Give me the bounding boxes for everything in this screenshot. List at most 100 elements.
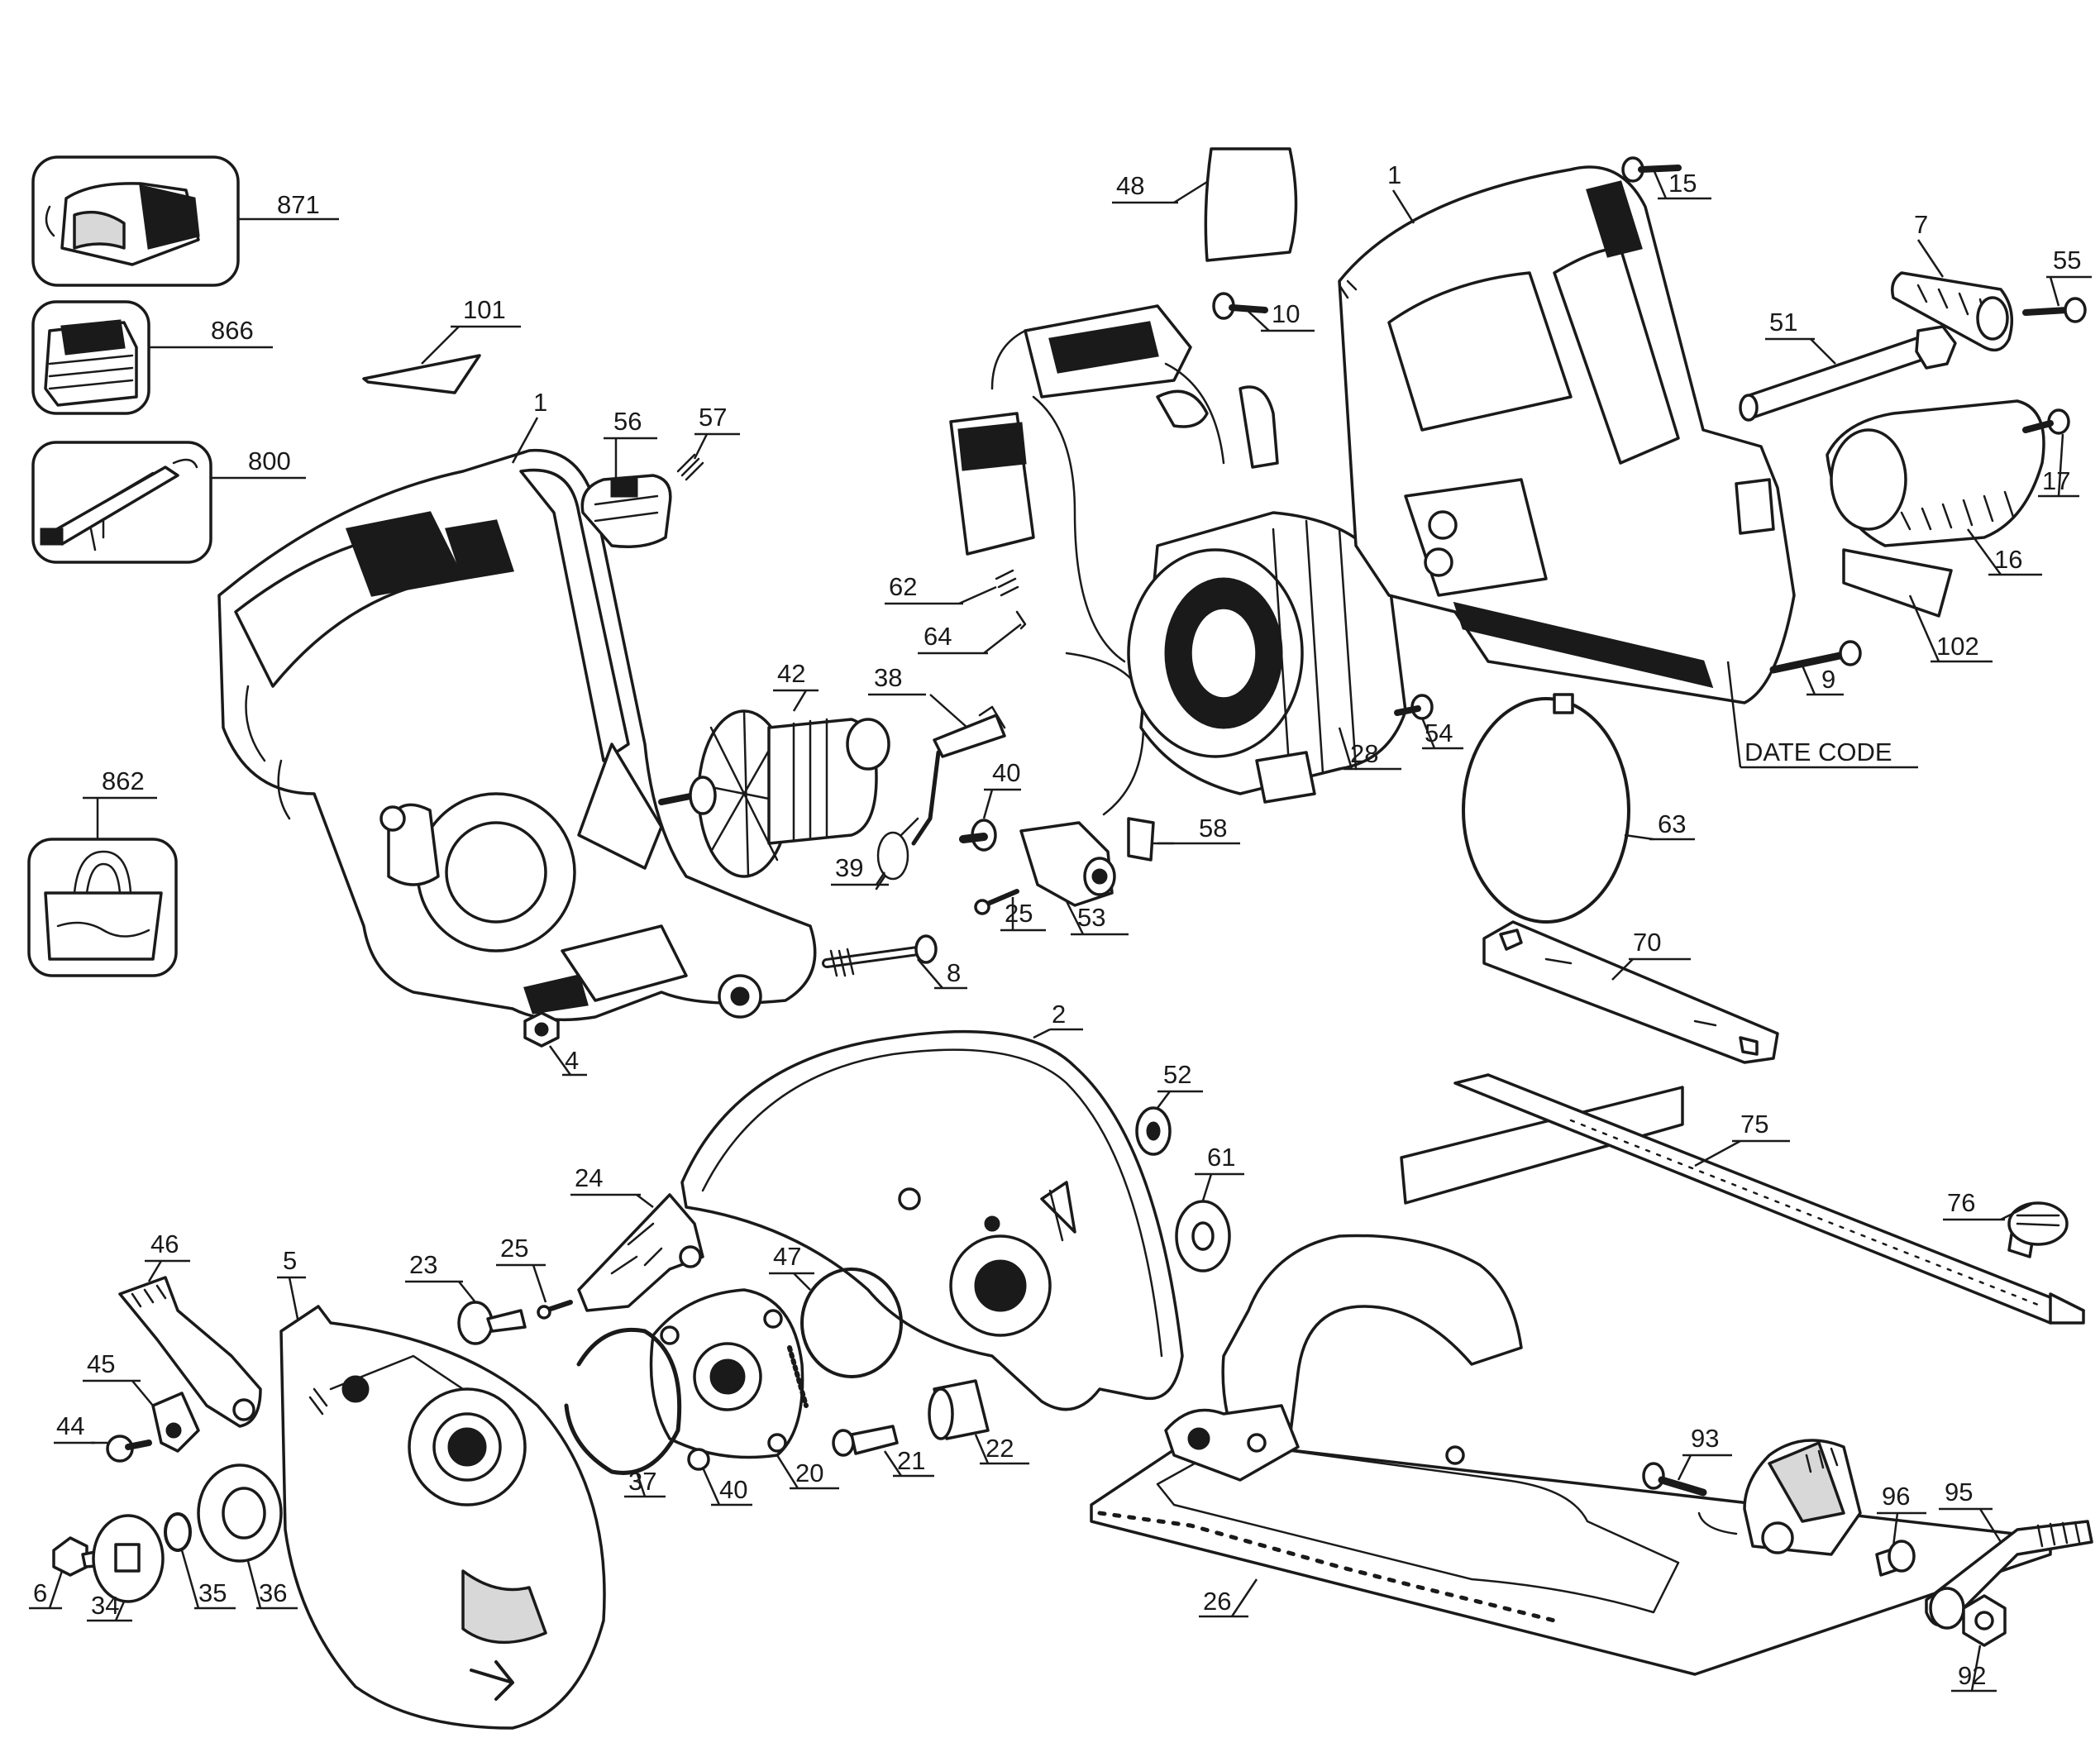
trigger-switch: [580, 474, 672, 548]
nut-92: [1962, 1594, 2007, 1647]
callout-95: 95: [1945, 1478, 1973, 1506]
callout-39: 39: [835, 853, 863, 882]
screw-15: [1621, 156, 1682, 183]
callout-16: 16: [1994, 545, 2022, 574]
callout-40-upper: 40: [992, 758, 1020, 787]
callout-26: 26: [1203, 1587, 1231, 1616]
brush-spring-arm: [911, 705, 1006, 846]
base-shoe: [1090, 1234, 2052, 1676]
callout-52: 52: [1163, 1060, 1191, 1089]
callout-1-right: 1: [1387, 160, 1401, 189]
callout-37: 37: [628, 1467, 656, 1496]
callout-2: 2: [1052, 1000, 1066, 1029]
screw-10: [1212, 292, 1268, 320]
battery-pack: [31, 300, 150, 415]
handle-rod-51: [1739, 325, 1957, 422]
callout-22: 22: [986, 1434, 1014, 1463]
warning-label-102: [1842, 548, 1953, 618]
callout-4: 4: [565, 1046, 579, 1075]
screw-25-lower: [537, 1300, 573, 1320]
screw-44: [106, 1435, 152, 1463]
callout-40-lower: 40: [719, 1475, 747, 1504]
torsion-spring: [875, 817, 919, 890]
callout-48: 48: [1116, 171, 1144, 200]
callout-75: 75: [1740, 1110, 1768, 1139]
lower-blade-guard: [279, 1305, 606, 1730]
callout-24: 24: [575, 1163, 603, 1192]
screw-40-lower: [687, 1448, 710, 1471]
screw-40-upper: [959, 819, 997, 852]
callout-20: 20: [795, 1459, 823, 1487]
callout-15: 15: [1668, 169, 1697, 198]
callout-10: 10: [1272, 299, 1300, 328]
callout-866: 866: [211, 316, 254, 345]
callout-800: 800: [248, 446, 291, 475]
callout-61: 61: [1207, 1143, 1235, 1172]
callout-5: 5: [283, 1246, 297, 1275]
callout-63: 63: [1658, 809, 1686, 838]
callout-70: 70: [1633, 928, 1661, 957]
callout-7: 7: [1914, 210, 1928, 239]
callout-47: 47: [773, 1242, 801, 1271]
battery-terminal-cable: [31, 441, 212, 564]
clamp-washer-34: [92, 1514, 165, 1603]
callout-96: 96: [1882, 1482, 1910, 1511]
cable-tie-head: [1553, 693, 1574, 714]
screw-25-upper: [974, 889, 1019, 915]
callout-92: 92: [1958, 1661, 1986, 1690]
callout-25-lower: 25: [500, 1234, 528, 1263]
callout-45: 45: [87, 1349, 115, 1378]
motor-housing-left: [217, 448, 817, 1022]
rip-fence: [1400, 1073, 2085, 1325]
guard-lever-46: [118, 1276, 262, 1428]
callout-53: 53: [1077, 903, 1105, 932]
callout-23: 23: [409, 1250, 437, 1279]
warning-label: [362, 354, 481, 394]
armature: [658, 709, 890, 878]
handle-grip-16: [1826, 399, 2045, 547]
brush-spring-62: [995, 569, 1019, 597]
callout-1-left: 1: [533, 388, 547, 417]
callout-25-upper: 25: [1005, 899, 1033, 928]
callout-44: 44: [56, 1411, 84, 1440]
inner-flange-36: [197, 1463, 283, 1563]
callout-38: 38: [874, 663, 902, 692]
screw-17: [2022, 408, 2070, 435]
callout-57: 57: [699, 403, 727, 432]
callout-17: 17: [2042, 466, 2070, 495]
washer-61: [1175, 1200, 1231, 1272]
field-wiring-assembly: [949, 304, 1279, 663]
bevel-bracket: [1697, 1439, 1862, 1556]
callout-862: 862: [102, 766, 145, 795]
callout-9: 9: [1821, 665, 1835, 694]
pivot-bolt: [822, 934, 938, 977]
callout-871: 871: [277, 190, 320, 219]
date-code-label: DATE CODE: [1744, 738, 1892, 766]
screw-55: [2022, 297, 2087, 323]
screw-9: [1769, 640, 1862, 674]
callout-36: 36: [259, 1578, 287, 1607]
cam-45: [151, 1392, 200, 1453]
callout-102: 102: [1936, 632, 1979, 661]
callout-55: 55: [2053, 246, 2081, 275]
callout-35: 35: [198, 1578, 227, 1607]
callout-6: 6: [33, 1578, 47, 1607]
callout-56: 56: [613, 407, 642, 436]
gasket-47: [800, 1268, 903, 1378]
upper-blade-guard: [680, 1029, 1184, 1411]
callout-51: 51: [1769, 308, 1797, 337]
hex-nut-4: [523, 1011, 560, 1048]
motor-housing-right: [1338, 165, 1796, 704]
lever-bracket: [577, 1193, 704, 1312]
bolt-23: [457, 1301, 527, 1345]
callout-28: 28: [1350, 739, 1378, 768]
callout-42: 42: [777, 659, 805, 688]
callout-54: 54: [1425, 719, 1453, 747]
callout-101: 101: [463, 295, 506, 324]
gear-case-20: [649, 1288, 809, 1459]
cable-tie-63: [1462, 697, 1630, 924]
motor-field: [1127, 511, 1407, 804]
ring-35: [164, 1512, 192, 1552]
aux-handle-7: [1891, 271, 2014, 352]
callout-21: 21: [897, 1446, 925, 1475]
